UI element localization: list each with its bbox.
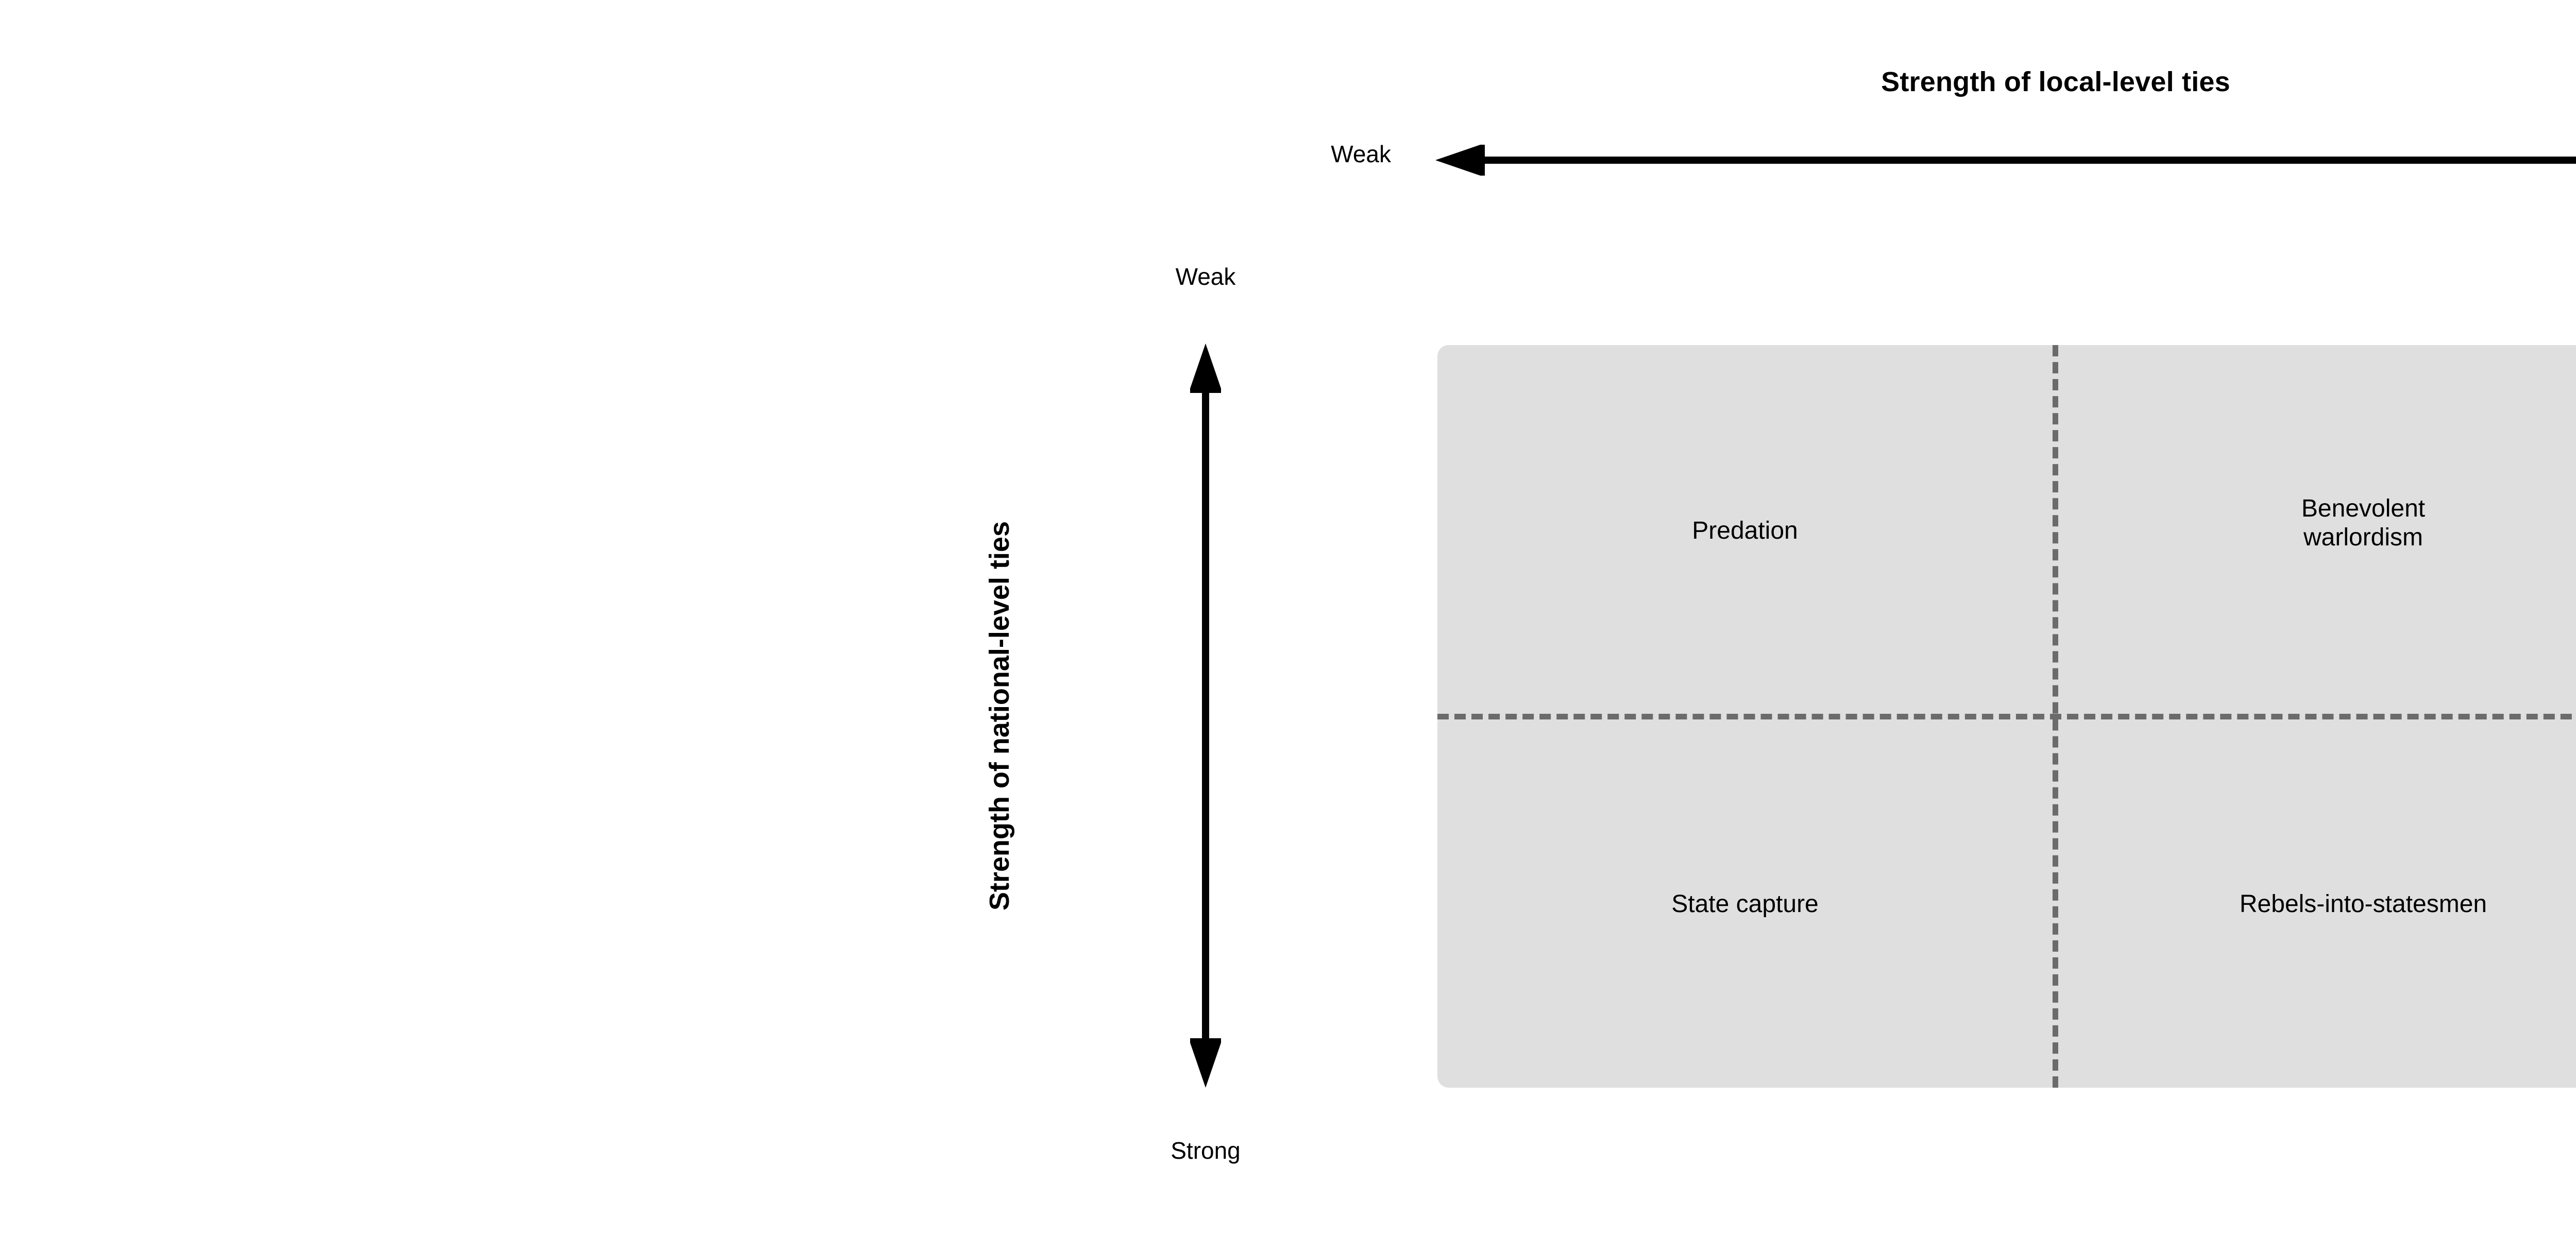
horizontal-divider-dashed (1437, 714, 2576, 719)
y-axis-title: Strength of national-level ties (984, 521, 1015, 911)
x-axis-title: Strength of local-level ties (1881, 66, 2230, 97)
x-axis-low-label: Weak (1331, 141, 1391, 167)
matrix-panel: Predation Benevolent warlordism State ca… (1437, 345, 2576, 1088)
y-axis-high-label: Strong (1171, 1137, 1241, 1164)
quadrant-top-right: Benevolent warlordism (2301, 495, 2426, 551)
quadrant-bottom-left: State capture (1671, 890, 1819, 918)
vertical-double-arrow-icon (1190, 344, 1221, 1088)
y-axis-low-label: Weak (1175, 263, 1236, 290)
quadrant-top-left: Predation (1692, 517, 1798, 544)
horizontal-double-arrow-icon (1435, 145, 2576, 176)
quadrant-bottom-right: Rebels-into-statesmen (2239, 890, 2487, 918)
